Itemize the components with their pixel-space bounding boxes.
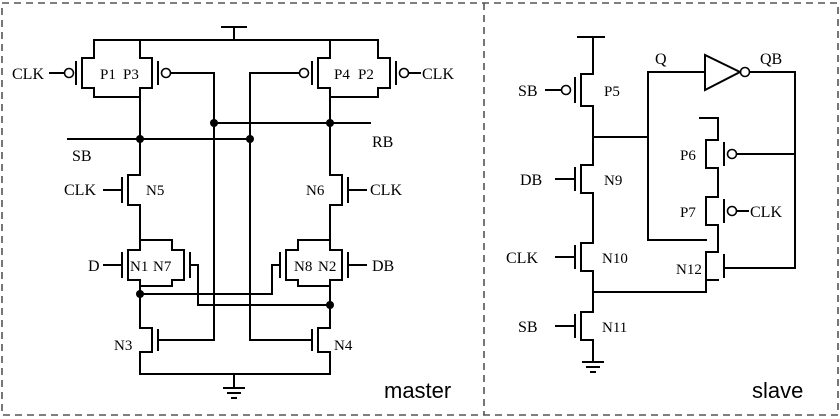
label-n3: N3	[114, 338, 132, 354]
master-sb-rb-rails	[67, 119, 371, 143]
label-clk-n6: CLK	[370, 182, 402, 199]
transistor-pair-n1-n7	[103, 239, 331, 316]
transistor-p6	[705, 139, 796, 198]
label-n10: N10	[602, 251, 628, 267]
label-db-slave: DB	[520, 172, 542, 189]
label-p6: P6	[680, 148, 696, 164]
transistor-p7	[705, 196, 749, 253]
transistor-p1	[49, 39, 95, 98]
label-clk-n10: CLK	[506, 250, 538, 267]
transistor-p3	[139, 39, 215, 341]
label-db-master: DB	[372, 258, 394, 275]
label-n5: N5	[146, 183, 164, 199]
label-n9: N9	[604, 173, 622, 189]
label-n12: N12	[676, 262, 702, 278]
transistor-pair-n8-n2	[136, 239, 367, 316]
master-latch: CLK P1 P3 P4 P2 CLK SB RB CLK N5 N6 CLK …	[12, 26, 454, 403]
transistor-p5	[545, 73, 594, 166]
inverter-symbol	[704, 53, 796, 269]
transistor-p2	[377, 39, 421, 98]
label-clk-left: CLK	[12, 66, 44, 83]
slave-ground-symbol	[582, 361, 604, 373]
label-n2: N2	[318, 259, 336, 275]
transistor-p4	[249, 39, 331, 341]
label-sb-master: SB	[72, 148, 92, 165]
label-p1: P1	[100, 67, 116, 83]
transistor-n4	[249, 314, 331, 375]
label-clk-n5: CLK	[64, 182, 96, 199]
transistor-n10	[555, 242, 594, 313]
label-q: Q	[655, 51, 667, 68]
transistor-n6	[329, 174, 367, 241]
label-n11: N11	[602, 320, 627, 336]
slave-latch: SB P5 Q QB DB N9 CLK N10 SB N11 P6 P7 CL…	[506, 36, 803, 403]
label-rb: RB	[372, 134, 393, 151]
label-sb-p5: SB	[518, 83, 538, 100]
transistor-n9	[555, 164, 594, 244]
label-clk-right: CLK	[422, 66, 454, 83]
label-n1: N1	[130, 259, 148, 275]
label-p4: P4	[334, 67, 350, 83]
label-d: D	[88, 258, 100, 275]
label-p5: P5	[604, 84, 620, 100]
label-n6: N6	[306, 183, 325, 199]
label-n7: N7	[153, 259, 172, 275]
transistor-n5	[103, 174, 141, 241]
slave-vdd-symbol	[577, 36, 605, 75]
transistor-n3	[139, 314, 215, 375]
panel-label-slave: slave	[752, 378, 803, 403]
label-clk-p7: CLK	[750, 204, 782, 221]
label-p3: P3	[123, 67, 139, 83]
label-p7: P7	[680, 205, 696, 221]
master-ground-symbol	[139, 373, 331, 399]
label-sb-n11: SB	[518, 319, 538, 336]
transistor-n11	[555, 311, 594, 363]
transistor-n12	[705, 251, 796, 281]
label-qb: QB	[760, 51, 782, 68]
panel-label-master: master	[384, 378, 451, 403]
label-p2: P2	[358, 67, 374, 83]
label-n8: N8	[294, 259, 312, 275]
master-vdd-symbol	[93, 26, 379, 41]
label-n4: N4	[334, 338, 353, 354]
